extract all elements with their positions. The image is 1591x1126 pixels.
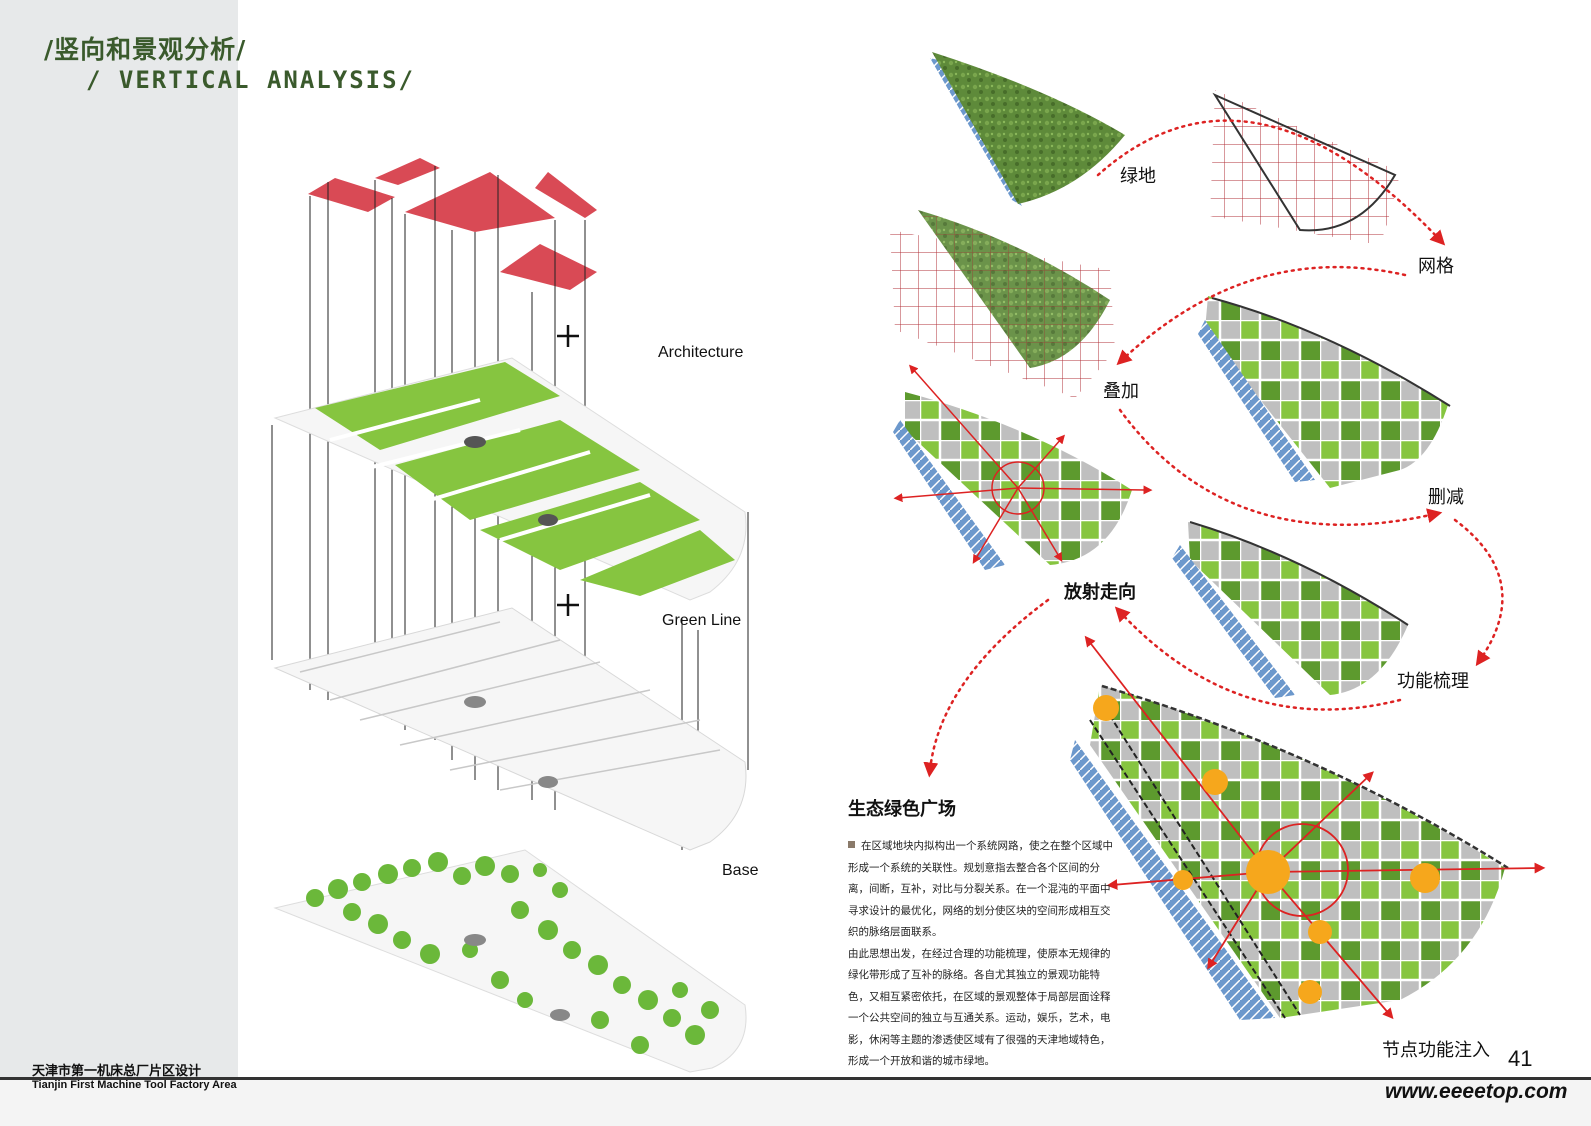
label-overlay: 叠加: [1103, 381, 1139, 402]
label-green-land: 绿地: [1120, 166, 1156, 187]
page-number: 41: [1508, 1046, 1533, 1071]
plus-icon: [557, 325, 579, 616]
grid-diagram: [1210, 90, 1400, 245]
page-title-en: / VERTICAL ANALYSIS/: [86, 66, 415, 94]
label-green-line: Green Line: [662, 612, 742, 629]
section-description: 在区域地块内拟构出一个系统网路，使之在整个区域中形成一个系统的关联性。规划意指去…: [848, 836, 1116, 1073]
section-title: 生态绿色广场: [848, 799, 956, 820]
site-watermark[interactable]: www.eeeetop.com: [1385, 1080, 1568, 1103]
roof-layer: [308, 158, 597, 290]
footer-project-cn: 天津市第一机床总厂片区设计: [32, 1064, 202, 1079]
label-node-inject: 节点功能注入: [1382, 1040, 1490, 1061]
label-radial: 放射走向: [1064, 582, 1136, 603]
label-architecture: Architecture: [658, 344, 744, 361]
green-land-diagram: [930, 52, 1125, 206]
page-title-cn: /竖向和景观分析/: [44, 35, 247, 64]
green-line-layer: [273, 607, 747, 851]
node-inject-diagram: [1070, 635, 1546, 1020]
sidebar-panel: [0, 0, 238, 1080]
flow-arrows: [923, 119, 1504, 778]
description-paragraph-2: 由此思想出发，在经过合理的功能梳理，使原本无规律的绿化带形成了互补的脉络。各自尤…: [848, 947, 1111, 1068]
function-sort-diagram: [1172, 521, 1409, 698]
radial-diagram: [893, 364, 1153, 570]
subtract-diagram: [1198, 296, 1451, 488]
footer-band: [0, 1080, 1591, 1126]
footer-divider: [0, 1077, 1591, 1080]
architecture-layer: [273, 357, 747, 601]
description-paragraph-1: 在区域地块内拟构出一个系统网路，使之在整个区域中形成一个系统的关联性。规划意指去…: [848, 840, 1113, 938]
bullet-icon: [848, 841, 855, 848]
base-layer: [273, 849, 747, 1073]
label-function-sort: 功能梳理: [1397, 671, 1469, 692]
footer-project-en: Tianjin First Machine Tool Factory Area: [32, 1079, 237, 1091]
label-grid: 网格: [1418, 256, 1454, 277]
overlay-diagram: [890, 210, 1115, 398]
label-base: Base: [722, 862, 759, 879]
label-subtract: 删减: [1428, 487, 1464, 508]
